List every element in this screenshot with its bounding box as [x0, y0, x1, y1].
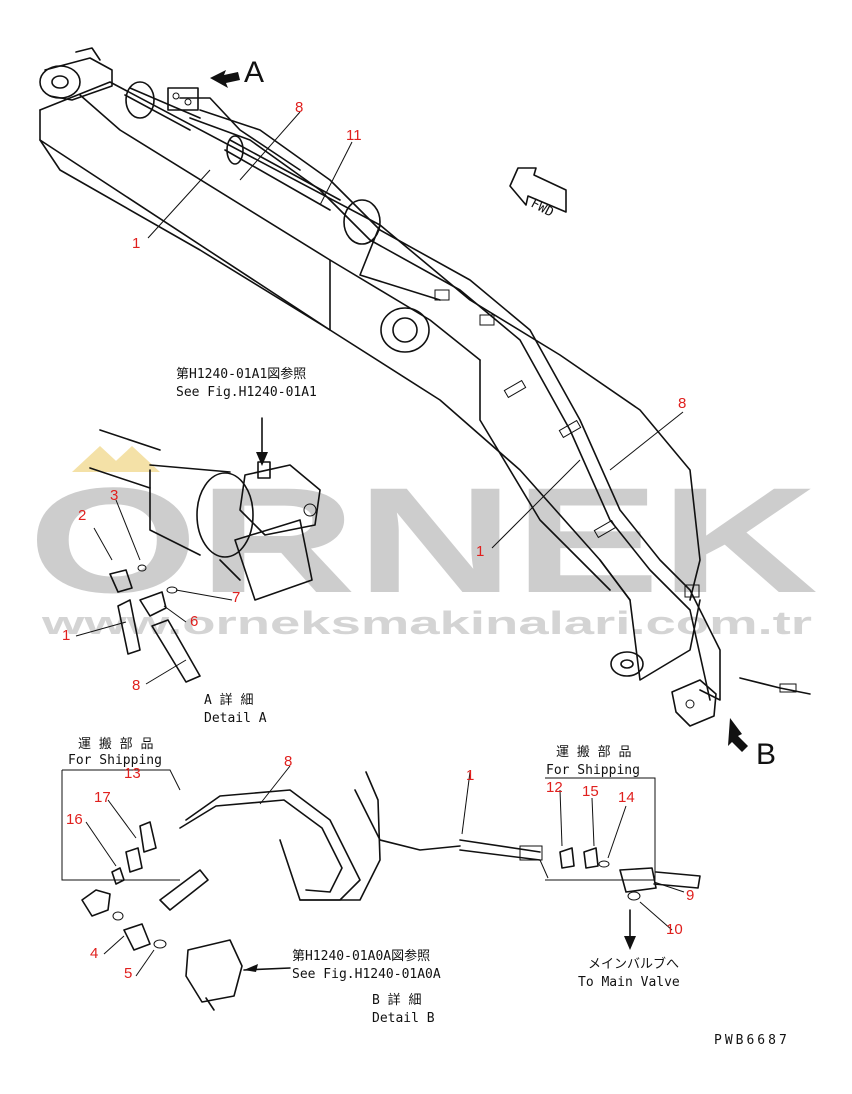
- callout-8-right: 8: [678, 395, 686, 412]
- detail-b-drawing: [61, 769, 701, 1011]
- detail-b-en: Detail B: [372, 1011, 435, 1026]
- boom-structure: [39, 47, 811, 727]
- fwd-label: FWD: [528, 196, 556, 220]
- view-arrow-a: A: [210, 56, 264, 89]
- captions: 第H1240-01A1図参照 See Fig.H1240-01A1 A 詳 細 …: [68, 366, 790, 1048]
- main-valve-jp: メインバルブへ: [588, 956, 679, 972]
- callout-numbers: 1 8 11 8 1 3 2 1 7 6 8 8 1 13 17 16 12 1…: [62, 99, 694, 982]
- callout-16: 16: [66, 811, 83, 828]
- view-arrow-b: B: [728, 718, 776, 771]
- drawing-code: PWB6687: [714, 1033, 790, 1048]
- callout-6: 6: [190, 613, 198, 630]
- callout-14: 14: [618, 789, 635, 806]
- ref-b-en: See Fig.H1240-01A0A: [292, 967, 441, 982]
- detail-a-jp: A 詳 細: [204, 692, 253, 708]
- callout-11: 11: [346, 127, 362, 144]
- callout-2: 2: [78, 507, 86, 524]
- callout-8-left: 8: [132, 677, 140, 694]
- callout-1-hose: 1: [466, 767, 474, 784]
- callout-12: 12: [546, 779, 563, 796]
- callout-17: 17: [94, 789, 111, 806]
- shipping-right-jp: 運 搬 部 品: [556, 745, 631, 760]
- callout-1-left: 1: [62, 627, 70, 644]
- callout-1-top: 1: [132, 235, 140, 252]
- callout-7: 7: [232, 589, 240, 606]
- fwd-arrow: FWD: [509, 167, 567, 221]
- detail-a-en: Detail A: [204, 711, 267, 726]
- view-letter-a: A: [244, 56, 264, 89]
- ref-a-jp: 第H1240-01A1図参照: [176, 366, 306, 382]
- callout-1-mid: 1: [476, 543, 484, 560]
- ref-a-en: See Fig.H1240-01A1: [176, 385, 317, 400]
- watermark-brand: ORNEK: [28, 456, 818, 624]
- callout-3: 3: [110, 487, 118, 504]
- view-letter-b: B: [756, 738, 776, 771]
- callout-4: 4: [90, 945, 98, 962]
- main-valve-en: To Main Valve: [578, 975, 680, 990]
- watermark: ORNEK www.orneksmakinalari.com.tr: [28, 446, 818, 641]
- callout-15: 15: [582, 783, 599, 800]
- shipping-right-en: For Shipping: [546, 763, 640, 778]
- shipping-left-jp: 運 搬 部 品: [78, 737, 153, 752]
- leader-lines: [75, 111, 685, 977]
- callout-13: 13: [124, 765, 141, 782]
- callout-5: 5: [124, 965, 132, 982]
- callout-10: 10: [666, 921, 683, 938]
- callout-9: 9: [686, 887, 694, 904]
- callout-8-hose: 8: [284, 753, 292, 770]
- ref-b-jp: 第H1240-01A0A図参照: [292, 948, 430, 964]
- shipping-left-en: For Shipping: [68, 753, 162, 768]
- callout-8-top: 8: [295, 99, 303, 116]
- detail-b-jp: B 詳 細: [372, 992, 421, 1008]
- detail-a-drawing: [89, 417, 321, 683]
